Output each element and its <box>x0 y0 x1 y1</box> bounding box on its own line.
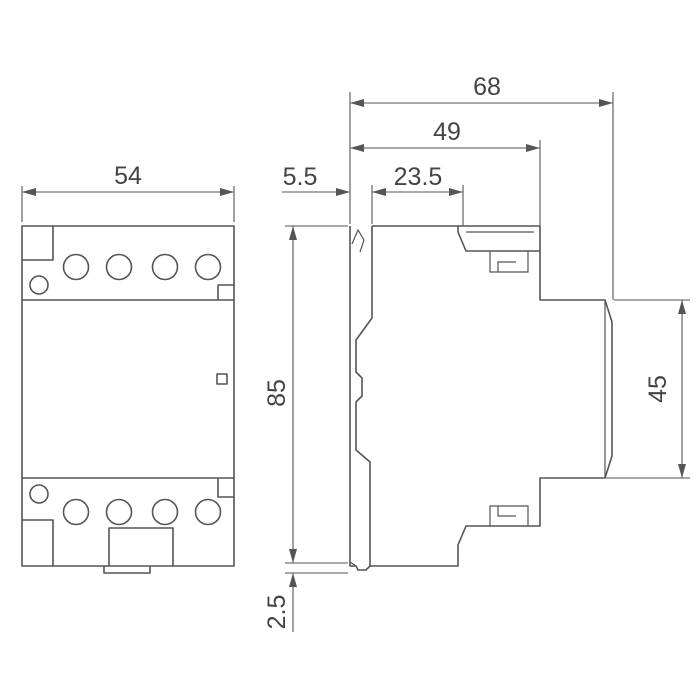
side-top-terminal-cover <box>458 225 541 251</box>
side-body-outline <box>370 225 613 567</box>
front-bottom-terminal-3 <box>151 498 179 526</box>
dimension-side-offset-step: 23.5 <box>372 163 463 196</box>
side-rail-clip <box>349 226 373 571</box>
arrowhead <box>599 99 613 107</box>
arrowhead <box>678 464 686 478</box>
dimension-label-front-width: 54 <box>114 162 142 190</box>
dimension-side-depth-total: 68 <box>350 73 613 107</box>
front-indicator-window <box>216 373 228 385</box>
side-view <box>349 225 613 571</box>
dimension-height-total: 85 <box>263 225 348 564</box>
dimension-side-offset-rail: 5.5 <box>282 163 350 196</box>
arrowhead <box>336 188 350 196</box>
dimension-label-68: 68 <box>473 73 501 101</box>
front-bottom-terminal-2 <box>105 498 133 526</box>
dimension-label-2-5: 2.5 <box>263 595 291 630</box>
dimension-label-85: 85 <box>263 379 291 407</box>
dimension-side-depth-front: 49 <box>350 118 540 152</box>
arrowhead <box>526 144 540 152</box>
front-bottom-corner-tab <box>22 519 54 566</box>
side-bottom-screw-detail <box>497 506 516 517</box>
dimension-rail-thickness: 2.5 <box>263 572 348 632</box>
dimension-label-23-5: 23.5 <box>394 163 443 191</box>
front-bottom-notch <box>217 478 234 498</box>
side-top-screw <box>489 251 529 273</box>
front-view <box>21 225 235 574</box>
front-bottom-terminal-1 <box>62 498 90 526</box>
arrowhead <box>289 573 297 587</box>
arrowhead <box>289 549 297 563</box>
front-bottom-small-terminal <box>29 484 49 504</box>
side-bottom-screw <box>489 505 529 526</box>
arrowhead <box>350 144 364 152</box>
front-din-clip-tab <box>103 566 151 574</box>
front-top-small-terminal <box>29 275 49 295</box>
side-rail-hook-bottom <box>349 561 357 567</box>
arrowhead <box>678 300 686 314</box>
arrowhead <box>22 188 36 196</box>
front-top-terminal-1 <box>62 253 90 281</box>
dimension-front-width: 54 <box>21 162 235 222</box>
front-top-terminal-4 <box>194 253 222 281</box>
front-top-corner-tab <box>22 226 54 261</box>
front-body-outline <box>21 225 235 567</box>
front-bottom-terminal-4 <box>194 498 222 526</box>
dimension-label-49: 49 <box>433 118 461 146</box>
dimension-label-45: 45 <box>644 375 672 403</box>
arrowhead <box>372 188 386 196</box>
side-top-screw-detail <box>497 261 516 272</box>
front-top-terminal-3 <box>151 253 179 281</box>
front-top-notch <box>217 284 234 300</box>
dimension-height-front: 45 <box>606 299 690 479</box>
front-din-clip-upper <box>108 527 174 566</box>
side-rail-hook-top <box>351 228 365 253</box>
arrowhead <box>289 226 297 240</box>
arrowhead <box>350 99 364 107</box>
arrowhead <box>449 188 463 196</box>
front-top-terminal-2 <box>105 253 133 281</box>
side-extension-lines <box>349 92 614 300</box>
dimension-label-5-5: 5.5 <box>283 163 318 191</box>
arrowhead <box>220 188 234 196</box>
